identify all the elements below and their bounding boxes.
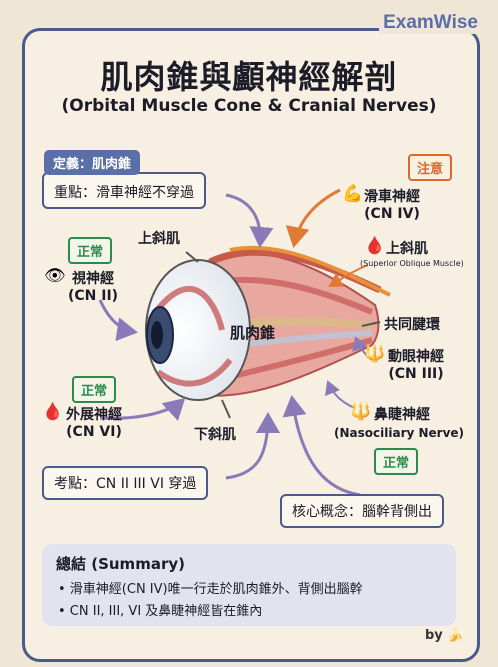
banana-icon: 🍌	[447, 628, 464, 643]
summary-item: • 滑車神經(CN IV)唯一行走於肌肉錐外、背側出腦幹	[58, 582, 363, 597]
muscle-icon: 🩸	[364, 236, 386, 256]
label-superior-oblique-en: (Superior Oblique Muscle)	[360, 259, 464, 268]
label-abducens-nerve: 外展神經 (CN VI)	[66, 407, 122, 440]
page-title: 肌肉錐與顱神經解剖	[100, 58, 398, 96]
muscle-icon: 🩸	[42, 402, 64, 422]
normal-tag: 正常	[374, 448, 419, 475]
page-subtitle: (Orbital Muscle Cone & Cranial Nerves)	[61, 96, 437, 116]
eye-icon: 👁	[44, 266, 66, 286]
summary-title: 總結 (Summary)	[56, 555, 185, 573]
byline: by 🍌	[425, 628, 464, 643]
definition-body: 重點：滑車神經不穿過	[54, 185, 194, 201]
label-inferior-oblique: 下斜肌	[194, 427, 236, 443]
label-nasociliary-nerve: 鼻睫神經	[374, 407, 430, 423]
label-nasociliary-en: (Nasociliary Nerve)	[334, 426, 465, 440]
core-concept-box: 核心概念：腦幹背側出	[280, 494, 444, 528]
label-trochlear-nerve: 滑車神經 (CN IV)	[364, 189, 420, 222]
attention-tag: 注意	[408, 154, 453, 181]
summary-item: • CN II, III, VI 及鼻睫神經皆在錐內	[58, 604, 263, 619]
normal-tag: 正常	[68, 237, 113, 264]
summary-panel: 總結 (Summary) • 滑車神經(CN IV)唯一行走於肌肉錐外、背側出腦…	[42, 544, 456, 626]
label-common-tendon: 共同腱環	[384, 317, 440, 333]
label-muscle-cone: 肌肉錐	[230, 324, 276, 342]
exam-point-box: 考點：CN II III VI 穿過	[42, 466, 209, 500]
label-optic-nerve: 視神經 (CN II)	[68, 271, 119, 304]
definition-box: 重點：滑車神經不穿過	[42, 172, 206, 209]
label-superior-oblique-top: 上斜肌	[138, 231, 180, 247]
brand-logo: ExamWise	[379, 12, 482, 34]
definition-header: 定義：肌肉錐	[44, 150, 141, 175]
normal-tag: 正常	[72, 376, 117, 403]
label-oculomotor-nerve: 動眼神經 (CN III)	[388, 349, 444, 382]
label-superior-oblique: 上斜肌	[386, 241, 428, 257]
nerve-icon: 🔱	[350, 402, 372, 422]
muscle-icon: 💪	[342, 184, 364, 204]
nerve-icon: 🔱	[364, 344, 386, 364]
